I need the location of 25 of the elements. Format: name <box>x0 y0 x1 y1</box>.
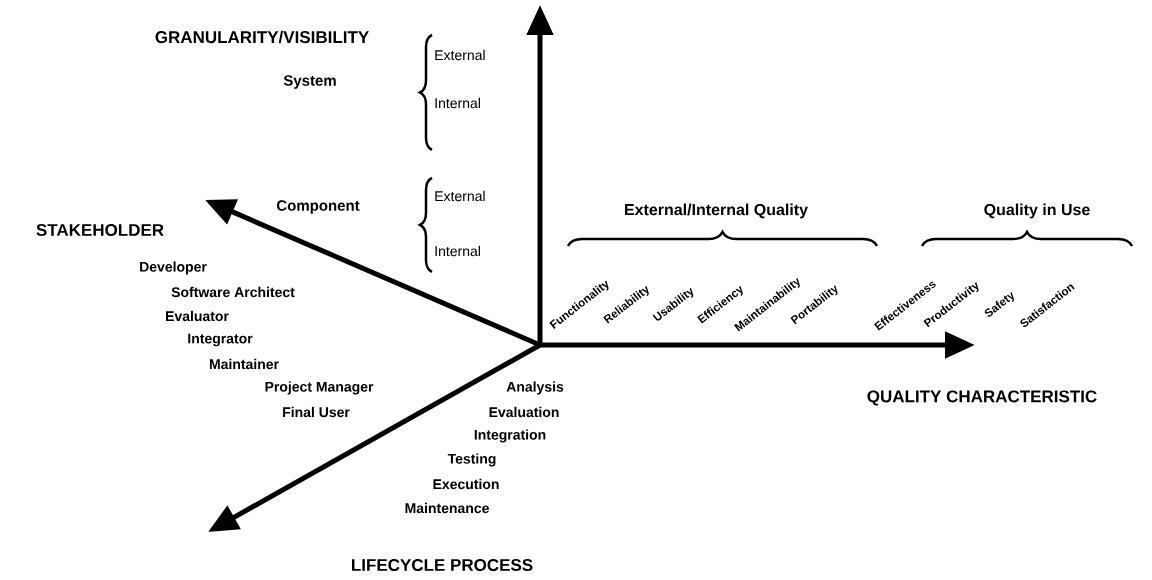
stakeholder-label: Final User <box>283 406 350 418</box>
axis-title: QUALITY CHARACTERISTIC <box>867 390 1097 406</box>
process-label: Integration <box>474 429 546 443</box>
stakeholder-label: Software Architect <box>171 286 295 298</box>
granularity-label: Component <box>276 200 360 214</box>
axis-title: LIFECYCLE PROCESS <box>352 558 533 571</box>
axis-title: STAKEHOLDER <box>36 223 164 236</box>
level-label: Internal <box>435 97 480 109</box>
axis-title: GRANULARITY/VISIBILITY <box>155 30 369 44</box>
level-label: External <box>435 49 485 61</box>
stakeholder-label: Evaluator <box>166 310 229 322</box>
process-label: Evaluation <box>489 406 559 418</box>
stakeholder-label: Integrator <box>188 333 253 347</box>
process-label: Analysis <box>506 381 564 395</box>
stakeholder-label: Maintainer <box>209 358 279 370</box>
group-heading: External/Internal Quality <box>625 203 808 219</box>
stakeholder-label: Developer <box>140 261 207 275</box>
process-label: Testing <box>447 453 496 467</box>
process-label: Execution <box>433 478 499 490</box>
level-label: External <box>435 190 485 202</box>
stakeholder-label: Project Manager <box>265 381 374 395</box>
level-label: Internal <box>435 245 480 257</box>
group-heading: Quality in Use <box>984 203 1090 219</box>
granularity-label: System <box>283 75 336 89</box>
process-label: Maintenance <box>405 502 489 514</box>
